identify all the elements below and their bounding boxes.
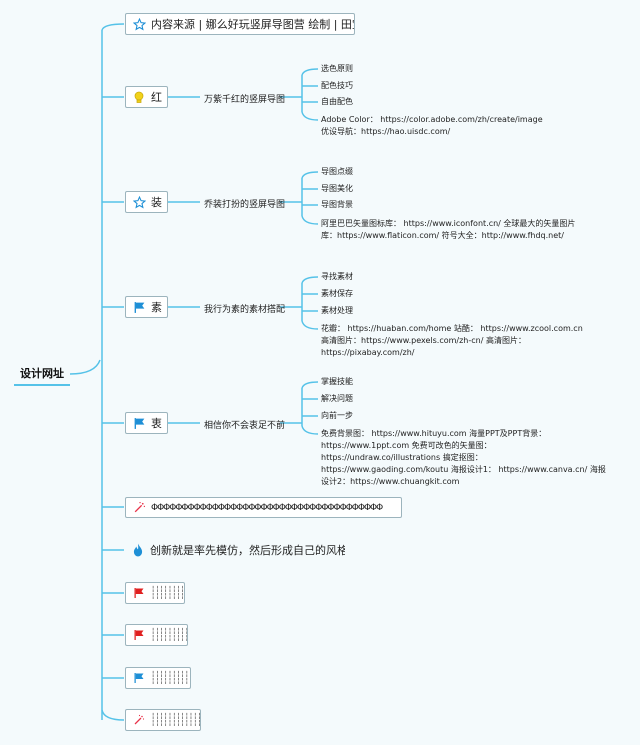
- flag-icon: [132, 671, 146, 685]
- star-icon: [132, 195, 146, 209]
- small-node-text: ¦¦¦¦¦¦¦¦¦¦ ¦¦¦¦¦¦¦¦¦¦: [151, 627, 187, 642]
- leaf-item[interactable]: 寻找素材: [321, 272, 353, 281]
- group-node-zhuang[interactable]: 装: [125, 191, 168, 213]
- group-title[interactable]: 乔装打扮的竖屏导图: [204, 200, 286, 210]
- leaf-note[interactable]: 阿里巴巴矢量图标库： https://www.iconfont.cn/ 全球最大…: [321, 219, 576, 240]
- leaf-item[interactable]: 向前一步: [321, 411, 353, 420]
- magic-wand-icon: [132, 713, 146, 727]
- leaf-item[interactable]: 素材处理: [321, 306, 353, 315]
- leaf-item[interactable]: 掌握技能: [321, 377, 353, 386]
- motto-node[interactable]: 创新就是率先模仿，然后形成自己的风格: [125, 539, 345, 561]
- root-node[interactable]: 设计网址: [14, 362, 70, 386]
- small-node-text: ¦¦¦¦¦¦¦¦¦ ¦¦¦¦¦¦¦¦¦: [151, 585, 185, 600]
- group-tag: 装: [151, 196, 162, 209]
- leaf-item[interactable]: 解决问题: [321, 394, 353, 403]
- leaf-item[interactable]: 导图美化: [321, 184, 353, 193]
- small-node-3[interactable]: ¦¦¦¦¦¦¦¦¦¦ ¦¦¦¦¦¦¦¦¦¦: [125, 667, 191, 689]
- root-label: 设计网址: [20, 367, 64, 380]
- small-node-text: ¦¦¦¦¦¦¦¦¦¦ ¦¦¦¦¦¦¦¦¦¦: [151, 670, 191, 685]
- leaf-note[interactable]: 免费背景图： https://www.hituyu.com 海量PPT及PPT背…: [321, 429, 606, 486]
- lightbulb-icon: [132, 90, 146, 104]
- leaf-item[interactable]: 素材保存: [321, 289, 353, 298]
- group-title[interactable]: 我行为素的素材搭配: [204, 305, 286, 315]
- group-node-su[interactable]: 素: [125, 296, 168, 318]
- leaf-note[interactable]: Adobe Color： https://color.adobe.com/zh/…: [321, 115, 543, 136]
- small-node-4[interactable]: ¦¦¦¦¦¦¦¦¦¦¦¦ ¦¦¦¦¦¦¦¦¦¦¦¦: [125, 709, 201, 731]
- group-title[interactable]: 万紫千红的竖屏导图: [204, 95, 286, 105]
- group-tag: 红: [151, 91, 162, 104]
- leaf-item[interactable]: 选色原则: [321, 64, 353, 73]
- star-icon: [132, 17, 146, 31]
- group-node-zhong[interactable]: 衷: [125, 412, 168, 434]
- magic-wand-icon: [132, 501, 146, 515]
- group-node-hong[interactable]: 红: [125, 86, 168, 108]
- leaf-item[interactable]: 导图背景: [321, 200, 353, 209]
- flame-icon: [131, 543, 145, 557]
- leaf-item[interactable]: 自由配色: [321, 97, 353, 106]
- source-text: 内容来源 | 娜么好玩竖屏导图营 绘制 | 田宝霞: [151, 18, 355, 31]
- flag-icon: [132, 628, 146, 642]
- flag-icon: [132, 300, 146, 314]
- flag-icon: [132, 586, 146, 600]
- symbol-text: ΦΦΦΦΦΦΦΦΦΦΦΦΦΦΦΦΦΦΦΦΦΦΦΦΦΦΦΦΦΦΦΦΦΦΦΦΦΦ: [151, 502, 383, 513]
- symbol-node[interactable]: ΦΦΦΦΦΦΦΦΦΦΦΦΦΦΦΦΦΦΦΦΦΦΦΦΦΦΦΦΦΦΦΦΦΦΦΦΦΦ: [125, 497, 402, 518]
- group-tag: 素: [151, 301, 162, 314]
- small-node-1[interactable]: ¦¦¦¦¦¦¦¦¦ ¦¦¦¦¦¦¦¦¦: [125, 582, 185, 604]
- leaf-note[interactable]: 花瓣： https://huaban.com/home 站酷： https://…: [321, 324, 583, 357]
- small-node-text: ¦¦¦¦¦¦¦¦¦¦¦¦ ¦¦¦¦¦¦¦¦¦¦¦¦: [151, 712, 201, 727]
- group-title[interactable]: 相信你不会衷足不前: [204, 421, 286, 431]
- leaf-item[interactable]: 配色技巧: [321, 81, 353, 90]
- source-node[interactable]: 内容来源 | 娜么好玩竖屏导图营 绘制 | 田宝霞: [125, 13, 355, 35]
- motto-text: 创新就是率先模仿，然后形成自己的风格: [150, 544, 345, 557]
- flag-icon: [132, 416, 146, 430]
- leaf-item[interactable]: 导图点缀: [321, 167, 353, 176]
- small-node-2[interactable]: ¦¦¦¦¦¦¦¦¦¦ ¦¦¦¦¦¦¦¦¦¦: [125, 624, 188, 646]
- group-tag: 衷: [151, 417, 162, 430]
